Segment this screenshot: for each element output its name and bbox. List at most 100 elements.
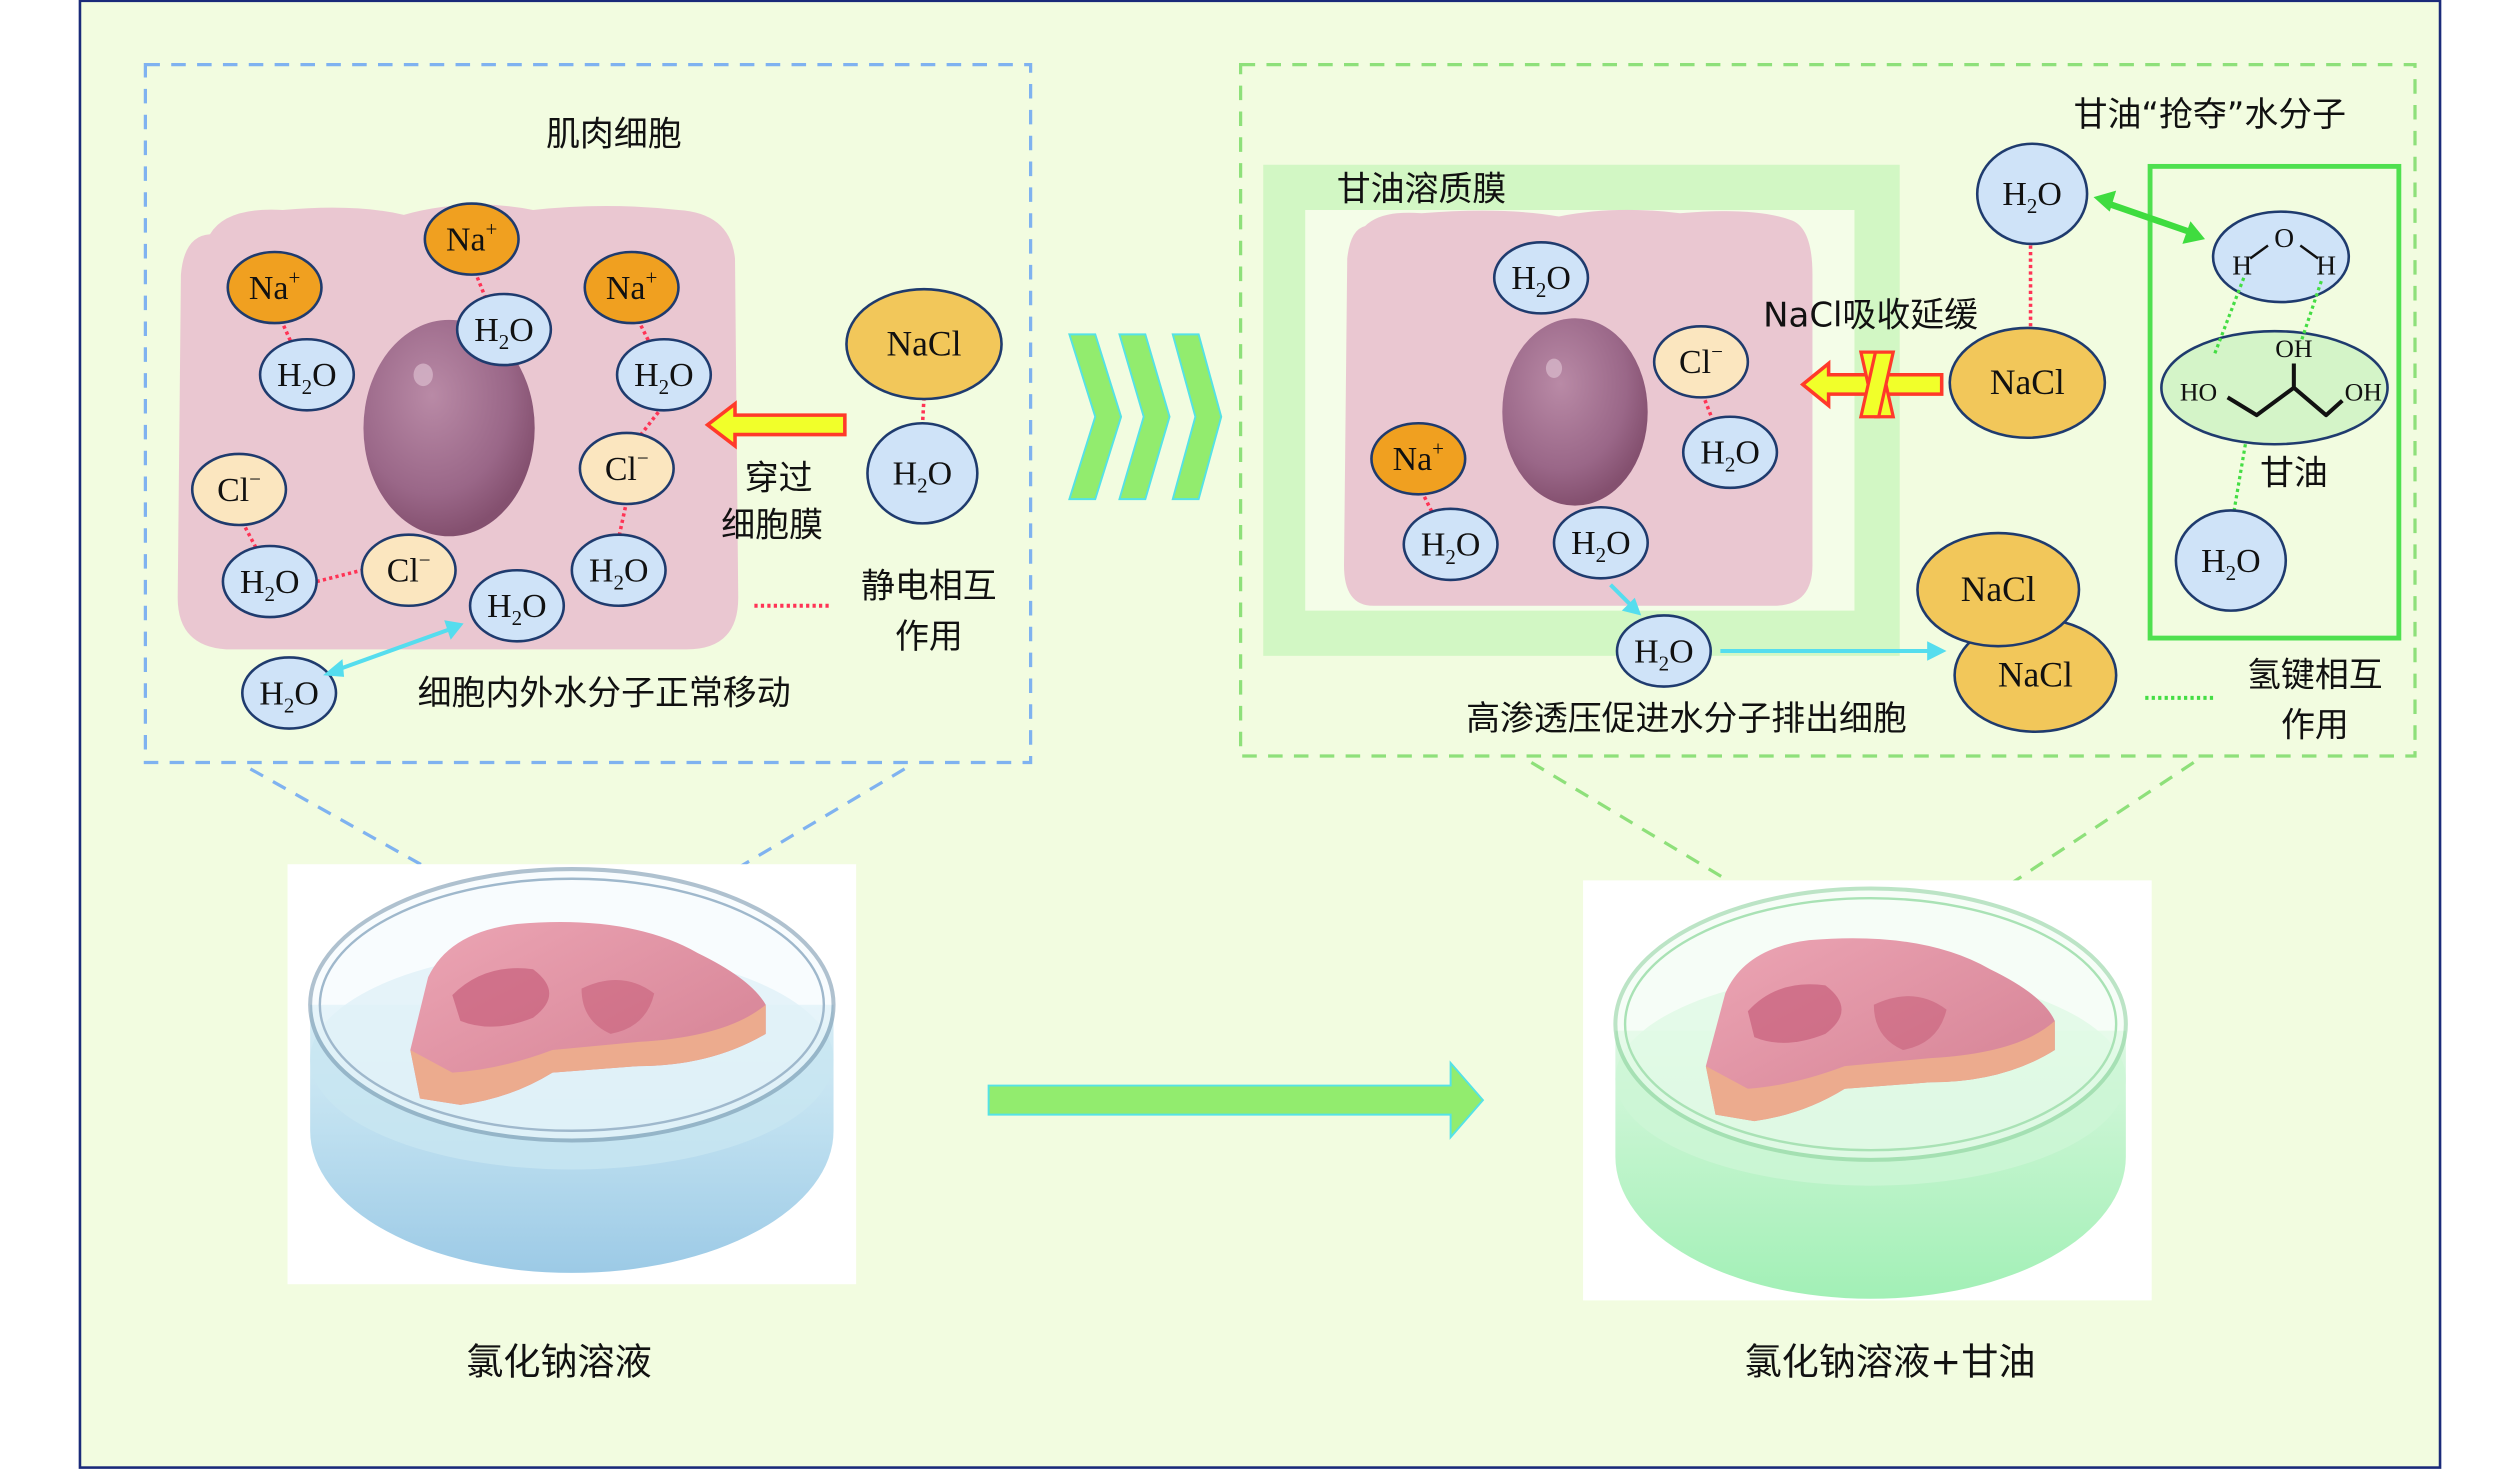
formula-main: H	[259, 675, 284, 712]
right-water-molecule: H2O	[1552, 505, 1649, 580]
formula-subscript: 2	[917, 474, 928, 498]
right-water-molecule: H2O	[2174, 509, 2288, 612]
molecule-label: NaCl	[1998, 655, 2073, 695]
formula-subscript: 2	[499, 330, 510, 354]
molecule-shape	[615, 337, 713, 412]
formula-tail: O	[275, 564, 300, 601]
formula-tail: O	[294, 675, 319, 712]
formula-subscript: 2	[613, 571, 624, 595]
glycerol-skeleton	[2226, 363, 2344, 418]
formula-main: Cl	[387, 553, 419, 590]
left-water-molecule: H2O	[570, 533, 667, 608]
right-petri-dish	[1583, 880, 2152, 1301]
formula-tail: O	[928, 456, 953, 493]
molecule-label: Cl−	[217, 467, 261, 509]
absorption-delayed-label: NaCl吸收延缓	[1763, 295, 1978, 334]
formula-main: NaCl	[1961, 569, 2036, 609]
molecule-label: H2O	[1421, 527, 1481, 569]
molecule-label: H2O	[277, 357, 337, 399]
hbond-legend-label-1: 氢键相互	[2247, 656, 2383, 695]
right-nacl-molecule: NaCl	[1948, 326, 2107, 440]
molecule-label: NaCl	[1961, 569, 2036, 609]
molecule-shape	[258, 337, 356, 412]
electrostatic-bond	[920, 397, 926, 427]
formula-main: H	[589, 553, 614, 590]
formula-superscript: −	[249, 467, 261, 491]
water-atom-o: O	[2274, 223, 2294, 253]
electrostatic-legend-label-2: 作用	[895, 617, 963, 656]
molecule-shape	[570, 533, 667, 608]
water-atom-h-left: H	[2232, 251, 2252, 281]
cross-icon	[1858, 350, 1896, 419]
right-panel-border	[1239, 63, 2417, 758]
formula-subscript: 2	[1596, 543, 1607, 567]
right-water-molecule: H2O	[1615, 614, 1712, 688]
formula-superscript: −	[637, 446, 649, 470]
electrostatic-bond	[1419, 490, 1437, 518]
water-exit-arrow	[1609, 583, 1947, 661]
formula-main: H	[474, 312, 498, 349]
formula-main: H	[240, 564, 265, 601]
water-atom-h-right: H	[2316, 251, 2336, 281]
formula-superscript: +	[486, 217, 498, 241]
formula-subscript: 2	[265, 582, 276, 606]
left-water-molecule: H2O	[258, 337, 356, 412]
molecule-label: H2O	[634, 357, 694, 399]
molecule-label: H2O	[1634, 633, 1694, 675]
glycerol-atom-ho-left: HO	[2180, 378, 2217, 407]
solute-film-label: 甘油溶质膜	[1337, 169, 1507, 208]
molecule-label: H2O	[1700, 435, 1759, 477]
electrostatic-bond	[316, 568, 363, 584]
glycerol-atom-oh-right: OH	[2345, 378, 2382, 407]
water-bonds	[2249, 244, 2319, 260]
molecule-label: H2O	[1511, 260, 1570, 302]
water-molecule-structure	[2211, 210, 2351, 304]
molecule-shape	[845, 287, 1003, 401]
formula-main: H	[277, 357, 302, 394]
molecule-shape	[583, 250, 680, 325]
molecule-label: Cl−	[387, 548, 431, 590]
molecule-shape	[226, 250, 323, 325]
molecule-shape	[2174, 509, 2288, 612]
formula-main: NaCl	[887, 323, 962, 363]
formula-main: Na	[606, 270, 646, 307]
formula-superscript: −	[419, 548, 431, 572]
molecule-shape	[423, 202, 520, 276]
right-water-molecule: H2O	[1402, 507, 1499, 582]
formula-main: Na	[1393, 441, 1433, 478]
through-membrane-label-1: 穿过	[745, 458, 813, 497]
molecule-label: Cl−	[605, 446, 649, 488]
formula-subscript: 2	[2027, 194, 2038, 218]
electrostatic-legend-label-1: 静电相互	[861, 567, 997, 606]
formula-tail: O	[2236, 543, 2260, 580]
formula-subscript: 2	[2226, 561, 2237, 585]
molecule-shape	[190, 452, 288, 527]
nucleus-highlight	[413, 363, 433, 387]
formula-main: NaCl	[1990, 362, 2065, 402]
formula-tail: O	[1456, 527, 1481, 564]
molecule-label: Na+	[606, 265, 657, 307]
glycerol-molecule	[2160, 329, 2389, 446]
molecule-shape	[1615, 614, 1712, 688]
right-cl-molecule: Cl−	[1652, 325, 1750, 399]
molecule-shape	[241, 656, 338, 730]
formula-tail: O	[2037, 176, 2062, 213]
formula-main: Na	[446, 221, 486, 258]
left-cl-molecule: Cl−	[190, 452, 288, 527]
left-water-molecule: H2O	[221, 544, 318, 619]
chevron-arrows-icon	[1068, 333, 1223, 501]
formula-superscript: +	[1432, 437, 1444, 461]
formula-tail: O	[1735, 435, 1760, 472]
molecule-label: NaCl	[1990, 362, 2065, 402]
formula-main: H	[1511, 260, 1536, 297]
formula-subscript: 2	[1536, 278, 1547, 302]
formula-main: H	[487, 588, 511, 625]
right-nacl-molecule: NaCl	[1916, 531, 2081, 648]
molecule-label: Cl−	[1679, 340, 1723, 382]
molecule-shape	[1916, 531, 2081, 648]
formula-main: H	[2201, 543, 2226, 580]
molecule-label: H2O	[2002, 176, 2061, 218]
left-cl-molecule: Cl−	[578, 431, 675, 506]
right-na-molecule: Na+	[1370, 421, 1467, 496]
